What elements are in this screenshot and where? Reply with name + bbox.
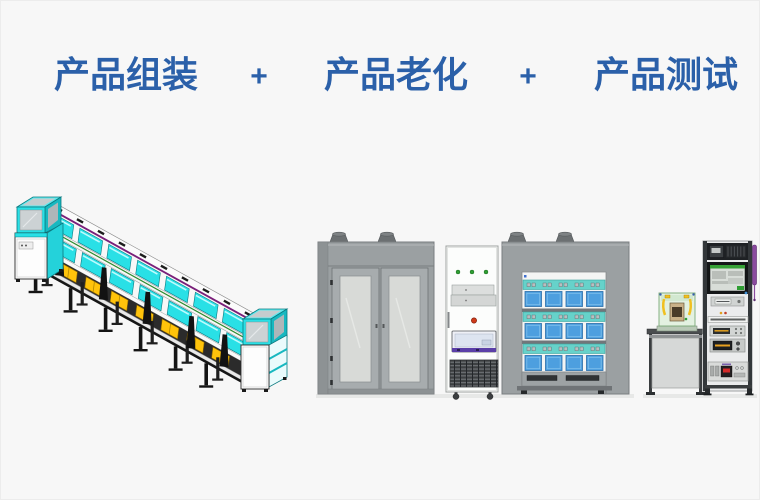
indicator-led [455,269,461,275]
plus-separator-1: + [250,60,268,93]
keyboard-tray [707,316,749,323]
test-station-illustration [643,240,757,398]
cabinet-handle [447,312,450,328]
step-label-aging: 产品老化 [323,54,469,95]
aging-chamber-right [501,231,630,395]
conveyor-belt [21,202,282,384]
emergency-button [471,317,477,324]
logo-badge [744,291,748,295]
cabinet-display [451,330,497,353]
assembly-line-illustration [14,196,289,392]
rack-monitor [707,262,748,294]
indicator-led [483,269,489,275]
floor-shadow [643,394,757,398]
plus-separator-2: + [519,60,537,93]
rack-instrument-top [710,296,745,307]
test-fixture [656,292,698,332]
label-tag [524,275,527,278]
caster [452,392,460,400]
door-handle [375,324,378,328]
aging-room-illustration [316,231,634,400]
step-label-assembly: 产品组装 [53,54,199,95]
step-label-testing: 产品测试 [593,54,739,95]
digital-readout [723,368,730,373]
floor-shadow [316,394,634,398]
aging-chamber-left [317,231,435,395]
burn-in-shelf-row [522,311,606,344]
caster [486,392,494,400]
burn-in-shelf-row [522,279,606,312]
door-handle [382,324,385,328]
rack-power-panel [707,361,749,382]
end-station-left [14,196,64,282]
rack-oscilloscope [709,338,746,353]
ventilation-grille [449,359,499,388]
rack-top-modules [707,243,748,260]
burn-in-shelf-row [522,343,606,371]
indicator-led [469,269,475,275]
test-bench [646,328,705,395]
hanging-tool [752,244,757,302]
end-station-right [240,308,289,392]
rack-instrument-mid [709,325,746,337]
indicator-led [724,311,727,315]
indicator-led [719,311,723,315]
test-rack [702,240,757,396]
control-cabinet [445,245,499,400]
